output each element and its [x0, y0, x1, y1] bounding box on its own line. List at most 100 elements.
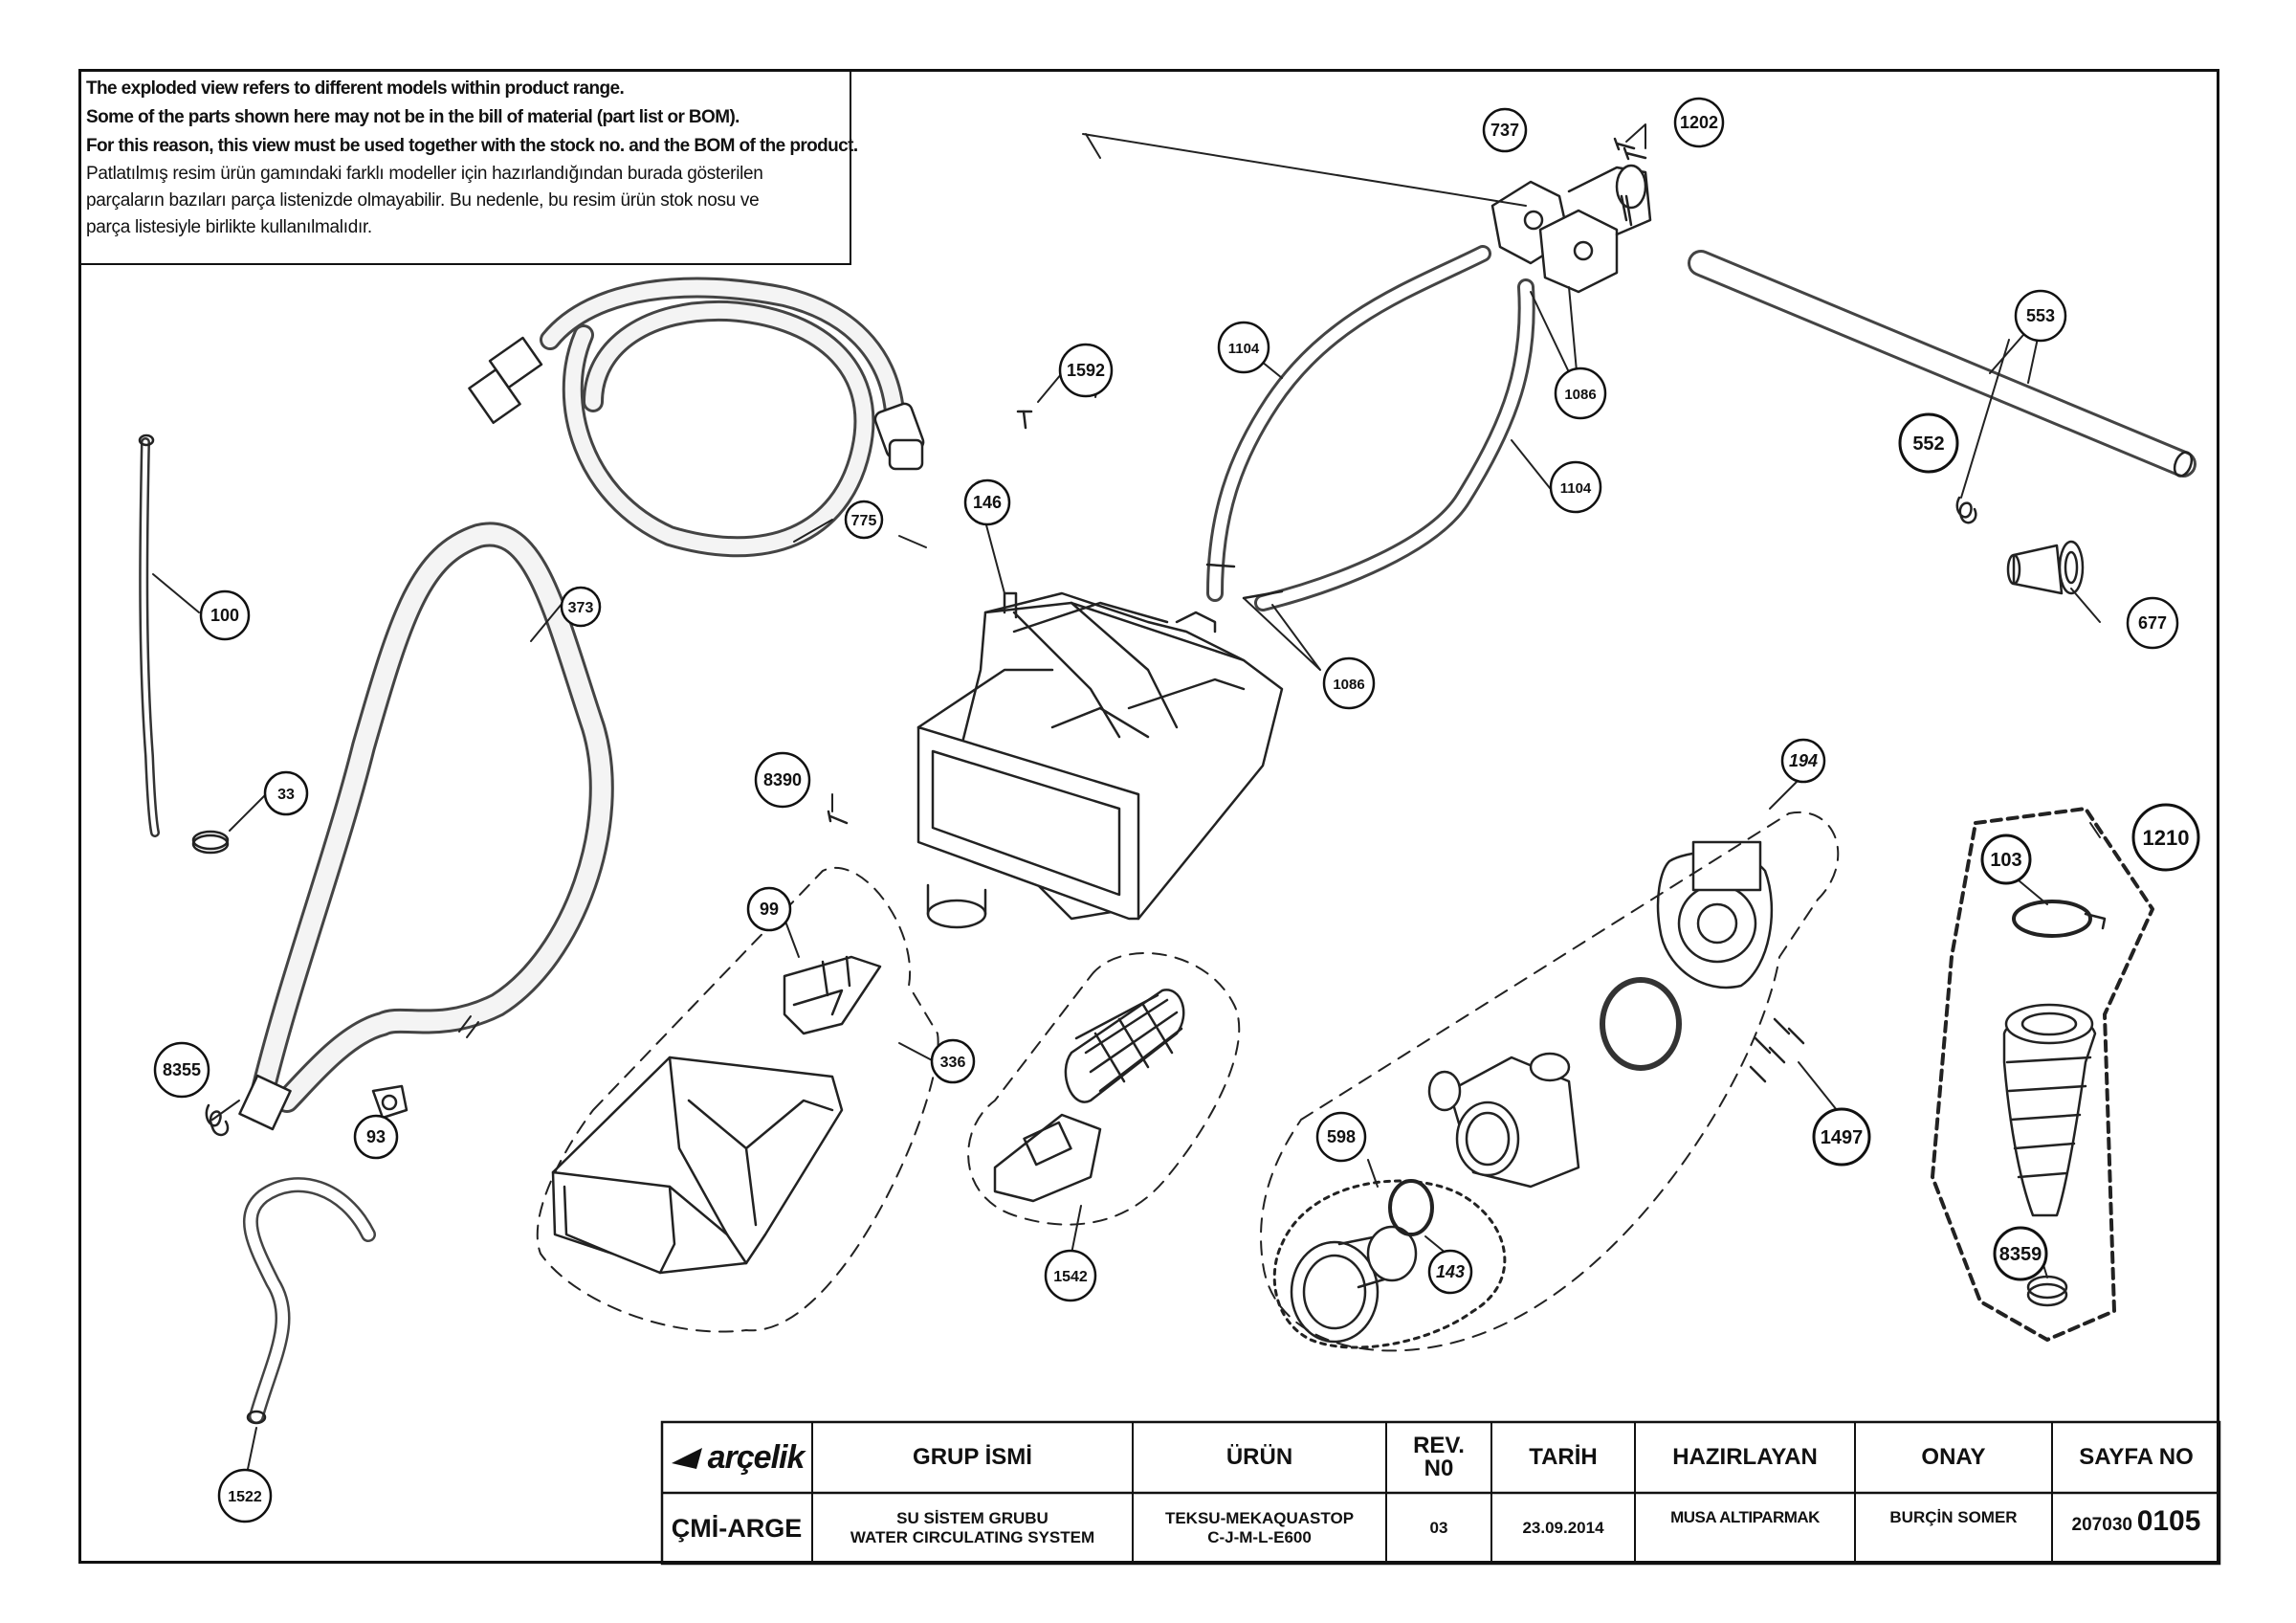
page-number-main: 0105: [2136, 1505, 2201, 1537]
balloon-text-553: 553: [2026, 306, 2055, 325]
balloon-text-1522: 1522: [228, 1489, 262, 1505]
part-8355-clip: [205, 1103, 230, 1137]
balloon-1210: 1210: [2131, 803, 2200, 872]
balloon-text-775: 775: [851, 513, 877, 529]
balloon-8355: 8355: [153, 1041, 210, 1099]
balloon-8390: 8390: [754, 751, 811, 809]
balloon-text-33: 33: [277, 787, 295, 803]
notice-tr-line-3: parça listesiyle birlikte kullanılmalıdı…: [86, 217, 372, 237]
balloon-text-8390: 8390: [763, 770, 802, 789]
part-146-dispenser-housing: [916, 591, 1284, 929]
balloon-598: 598: [1315, 1111, 1367, 1163]
balloon-1522: 1522: [217, 1468, 273, 1523]
part-143-seal: [1388, 1179, 1434, 1236]
balloon-text-194: 194: [1789, 751, 1818, 770]
notice-en-line-3: For this reason, this view must be used …: [86, 136, 858, 156]
balloon-1104-b: 1104: [1549, 460, 1602, 514]
balloon-553: 553: [2014, 289, 2067, 343]
balloon-text-1210: 1210: [2143, 826, 2190, 850]
arcelik-logo: arçelik: [662, 1422, 811, 1493]
balloon-text-1202: 1202: [1680, 113, 1718, 132]
balloon-text-143: 143: [1436, 1262, 1465, 1281]
balloon-text-737: 737: [1490, 121, 1519, 140]
balloon-text-1592: 1592: [1067, 361, 1105, 380]
product-name-line-1: TEKSU-MEKAQUASTOP: [1164, 1509, 1355, 1527]
kit-598-outline: [1272, 1179, 1507, 1349]
balloon-552: 552: [1898, 412, 1959, 474]
part-1104-pipes: [1205, 245, 1535, 611]
part-1202-screws: [1613, 137, 1647, 161]
arcelik-logo-text: arçelik: [707, 1438, 806, 1476]
balloon-text-677: 677: [2138, 613, 2167, 633]
notice-tr-line-2: parçaların bazıları parça listenizde olm…: [86, 190, 760, 211]
header-page: SAYFA NO: [2051, 1422, 2219, 1493]
balloon-text-1086-a: 1086: [1564, 387, 1596, 403]
leader-lines: [152, 123, 2101, 1475]
date-value: 23.09.2014: [1490, 1493, 1634, 1564]
part-373-drain-hose: [238, 522, 614, 1131]
header-rev-line-2: N0: [1424, 1456, 1454, 1481]
kit-outlines: [536, 811, 1840, 1352]
balloon-194: 194: [1780, 738, 1826, 784]
balloon-100: 100: [199, 589, 251, 641]
kit-1210-outline: [1931, 807, 2154, 1342]
drawing-frame: [78, 69, 2219, 1564]
part-1210-bellows: [2002, 900, 2107, 1307]
balloon-text-1104-b: 1104: [1560, 480, 1592, 497]
balloon-text-1497: 1497: [1821, 1127, 1864, 1148]
part-100-strip: [138, 434, 160, 837]
balloon-1542: 1542: [1044, 1249, 1097, 1302]
part-553-tube: [1688, 250, 2197, 478]
balloon-8359: 8359: [1993, 1226, 2048, 1281]
title-block-grid: [660, 1420, 2221, 1566]
balloon-text-103: 103: [1990, 850, 2021, 871]
group-name: SU SİSTEM GRUBU WATER CIRCULATING SYSTEM: [811, 1493, 1132, 1564]
balloon-text-336: 336: [940, 1055, 966, 1071]
notice-tr-line-1: Patlatılmış resim ürün gamındaki farklı …: [86, 164, 763, 184]
header-rev: REV. N0: [1385, 1422, 1490, 1493]
balloon-text-8359: 8359: [1999, 1244, 2042, 1265]
part-1542-mesh-filter: [993, 989, 1185, 1203]
balloon-1086-b: 1086: [1322, 656, 1376, 710]
balloon-1592: 1592: [1058, 343, 1114, 398]
balloon-text-1104-a: 1104: [1228, 341, 1260, 357]
part-552-clip: [1955, 496, 1977, 524]
balloon-text-99: 99: [760, 900, 779, 919]
prepared-value: MUSA ALTIPARMAK: [1634, 1493, 1854, 1564]
balloon-1086-a: 1086: [1554, 367, 1607, 420]
part-93-fitting: [371, 1084, 408, 1120]
page-number: 207030 0105: [2051, 1493, 2219, 1564]
balloon-text-598: 598: [1327, 1127, 1356, 1146]
header-rev-line-1: REV.: [1413, 1433, 1465, 1458]
balloon-text-552: 552: [1912, 434, 1944, 455]
approval-value: BURÇİN SOMER: [1854, 1493, 2051, 1564]
part-99-lever: [783, 955, 882, 1035]
part-8390-screw: [827, 810, 849, 825]
part-1497-screws: [1749, 1017, 1805, 1083]
product-name-line-2: C-J-M-L-E600: [1207, 1528, 1312, 1546]
arcelik-swoosh-icon: [671, 1448, 702, 1469]
group-name-line-2: WATER CIRCULATING SYSTEM: [850, 1528, 1095, 1546]
dept-name: ÇMİ-ARGE: [671, 1513, 803, 1543]
group-name-line-1: SU SİSTEM GRUBU: [896, 1509, 1049, 1527]
balloon-677: 677: [2126, 596, 2179, 650]
notice-en-line-2: Some of the parts shown here may not be …: [86, 107, 740, 127]
part-1592-screw: [1016, 410, 1033, 430]
header-approval: ONAY: [1854, 1422, 2051, 1493]
balloon-1104-a: 1104: [1217, 321, 1270, 374]
notice-en-line-1: The exploded view refers to different mo…: [86, 78, 625, 99]
header-date: TARİH: [1490, 1422, 1634, 1493]
header-group: GRUP İSMİ: [811, 1422, 1132, 1493]
balloon-33: 33: [263, 770, 309, 816]
balloon-336: 336: [930, 1038, 976, 1084]
header-prepared: HAZIRLAYAN: [1634, 1422, 1854, 1493]
part-677-fitting: [2006, 540, 2085, 595]
rev-value: 03: [1385, 1493, 1490, 1564]
balloon-text-8355: 8355: [163, 1060, 201, 1079]
balloon-103: 103: [1980, 834, 2032, 885]
part-775-inlet-hose: [468, 277, 925, 558]
balloon-146: 146: [963, 478, 1011, 526]
balloon-text-1086-b: 1086: [1333, 677, 1364, 693]
